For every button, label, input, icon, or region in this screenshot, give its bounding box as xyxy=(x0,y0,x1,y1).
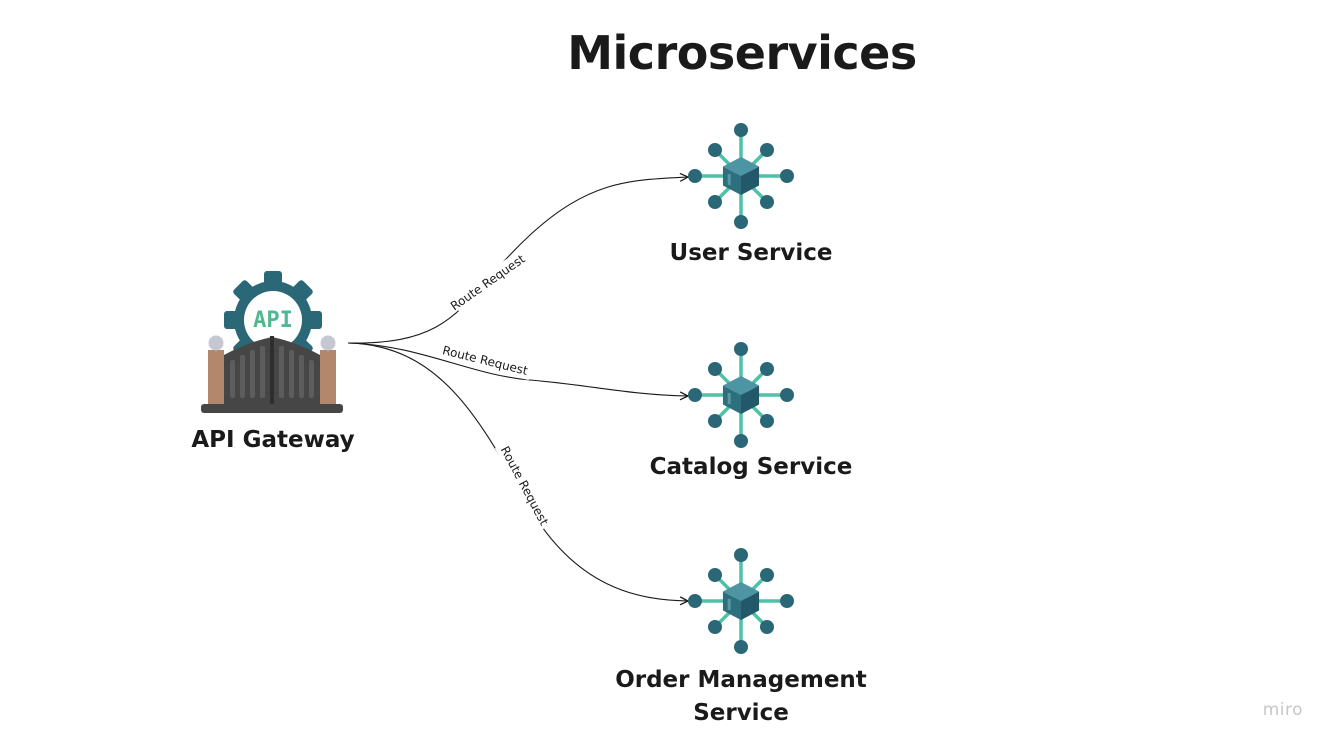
edge-label-order-management-service: Route Request xyxy=(498,444,552,528)
api-gateway-icon[interactable]: API xyxy=(201,271,343,413)
miro-watermark: miro xyxy=(1262,700,1303,720)
catalog-service-label: Catalog Service xyxy=(649,454,853,480)
microservice-hub-icon[interactable] xyxy=(688,342,794,448)
diagram-title: Microservices xyxy=(567,26,917,80)
edge-to-order-management-service[interactable]: Route Request xyxy=(347,342,688,601)
user-service-label: User Service xyxy=(669,240,833,266)
order-management-service-label: Order Management Service xyxy=(615,667,867,726)
edge-label-user-service: Route Request xyxy=(448,252,528,314)
edge-to-user-service[interactable]: Route Request xyxy=(347,177,688,344)
gear-icon: API xyxy=(224,271,322,369)
microservice-hub-icon[interactable] xyxy=(688,548,794,654)
api-badge-text: API xyxy=(253,308,293,333)
edge-to-catalog-service[interactable]: Route Request xyxy=(347,340,688,396)
microservice-hub-icon[interactable] xyxy=(688,123,794,229)
api-gateway-label: API Gateway xyxy=(191,427,355,453)
